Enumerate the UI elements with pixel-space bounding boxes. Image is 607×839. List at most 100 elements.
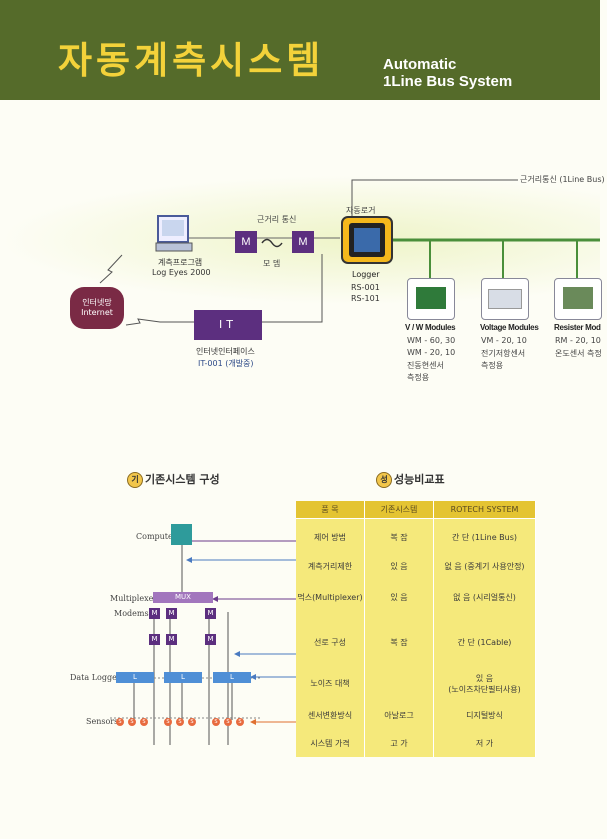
modem-6: M [205,634,216,645]
near-comm-label: 근거리 통신 [257,215,297,224]
computer-label: Computer [136,532,177,541]
logger-name: Logger [352,270,380,279]
logger-model-1: RS-001 [351,283,380,292]
col-header-existing: 기존시스템 [364,501,434,519]
modem-2: M [166,608,177,619]
table-cell: 없 음 (중계기 사용안정) [433,556,536,577]
modem-box-left: M [235,231,257,253]
internet-node: 인터넷망 Internet [70,287,124,329]
table-cell: 계측거리제한 [296,556,365,577]
network-lines [99,179,600,326]
computer-icon [155,215,193,252]
resister-module-title: Resister Mod [554,323,601,332]
sensor-4: S [164,718,172,726]
page-title-english: Automatic 1Line Bus System [383,56,512,90]
resister-module-line1: RM - 20, 10 [555,336,601,345]
modem-5: M [166,634,177,645]
table-row: 노이즈 대책 있 음 (노이즈차단필터사용) [296,666,536,701]
table-cell: 없 음 (시리얼통신) [433,576,536,619]
data-loggers-label: Data Loggers [70,673,125,682]
modem-box-right: M [292,231,314,253]
vw-module-line4: 측정용 [407,373,430,382]
table-row: 센서변환방식 아날로그 디지털방식 [296,700,536,731]
comparison-table: 품 목 기존시스템 ROTECH SYSTEM 제어 방법 복 잡 간 단 (1… [296,501,536,757]
existing-title-text: 기존시스템 구성 [145,473,220,486]
sensor-3: S [140,718,148,726]
resister-module-line2: 온도센서 측정 [555,349,602,358]
table-row: 시스템 가격 고 가 저 가 [296,730,536,757]
table-cell: 있 음 [364,556,434,577]
multiplexer-label: Multiplexer [110,594,158,603]
computer-box [171,524,192,545]
modem-3: M [205,608,216,619]
data-logger-3: L [213,672,251,683]
table-cell: 복 잡 [364,518,434,557]
interface-model: IT-001 (개발중) [198,359,254,368]
page-title-korean: 자동계측시스템 [58,39,325,82]
voltage-module-title: Voltage Modules [480,323,539,332]
table-cell: 디지털방식 [433,700,536,731]
title-en-line1: Automatic [383,56,457,73]
sensor-1: S [116,718,124,726]
table-cell: 선로 구성 [296,618,365,667]
vw-module-title: V / W Modules [405,323,456,332]
table-cell: 먹스(Multiplexer) [296,576,365,619]
sensor-6: S [188,718,196,726]
vw-module-image [407,278,455,320]
sensor-7: S [212,718,220,726]
table-cell: 있 음 (노이즈차단필터사용) [433,666,536,701]
mux-box: MUX [153,592,213,603]
sensor-5: S [176,718,184,726]
table-cell: 아날로그 [364,700,434,731]
existing-title-icon: 기 [127,472,143,488]
voltage-module-image [481,278,529,320]
modem-label: 모 뎀 [263,259,281,268]
internet-label-ko: 인터넷망 [82,298,112,307]
sensors-label: Sensors [86,717,119,726]
sensor-8: S [224,718,232,726]
table-cell: 복 잡 [364,618,434,667]
table-cell: 저 가 [433,730,536,757]
logger-model-2: RS-101 [351,294,380,303]
table-cell: 고 가 [364,730,434,757]
interface-label: 인터넷인터페이스 [196,347,255,356]
internet-label-en: Internet [81,308,113,317]
comparison-title-icon: 성 [376,472,392,488]
table-row: 계측거리제한 있 음 없 음 (중계기 사용안정) [296,556,536,577]
data-logger-1: L [116,672,154,683]
logger-icon [341,216,393,264]
sensor-2: S [128,718,136,726]
comparison-title-text: 성능비교표 [394,473,445,486]
title-en-line2: 1Line Bus System [383,73,513,90]
table-cell: 제어 방법 [296,518,365,557]
modems-label: Modems [114,609,149,618]
voltage-module-line1: VM - 20, 10 [481,336,527,345]
sensor-9: S [236,718,244,726]
table-cell [364,666,434,701]
table-row: 제어 방법 복 잡 간 단 (1Line Bus) [296,518,536,557]
table-cell: 시스템 가격 [296,730,365,757]
program-label-ko: 계측프로그램 [158,258,203,267]
col-header-item: 품 목 [296,501,365,519]
table-cell: 간 단 (1Cable) [433,618,536,667]
resister-module-image [554,278,602,320]
table-cell: 간 단 (1Line Bus) [433,518,536,557]
table-cell: 있 음 [364,576,434,619]
vw-module-line2: WM - 20, 10 [407,348,456,357]
voltage-module-line2: 전기저항센서 [481,349,526,358]
table-cell: 노이즈 대책 [296,666,365,701]
data-logger-2: L [164,672,202,683]
table-row: 선로 구성 복 잡 간 단 (1Cable) [296,618,536,667]
vw-module-line1: WM - 60, 30 [407,336,456,345]
vw-module-line3: 진동현센서 [407,361,444,370]
auto-logger-label: 자동로거 [346,206,376,215]
modem-1: M [149,608,160,619]
table-header-row: 품 목 기존시스템 ROTECH SYSTEM [296,501,536,519]
table-cell: 센서변환방식 [296,700,365,731]
it-box: IT [194,310,262,340]
table-row: 먹스(Multiplexer) 있 음 없 음 (시리얼통신) [296,576,536,619]
voltage-module-line3: 측정용 [481,361,504,370]
modem-4: M [149,634,160,645]
